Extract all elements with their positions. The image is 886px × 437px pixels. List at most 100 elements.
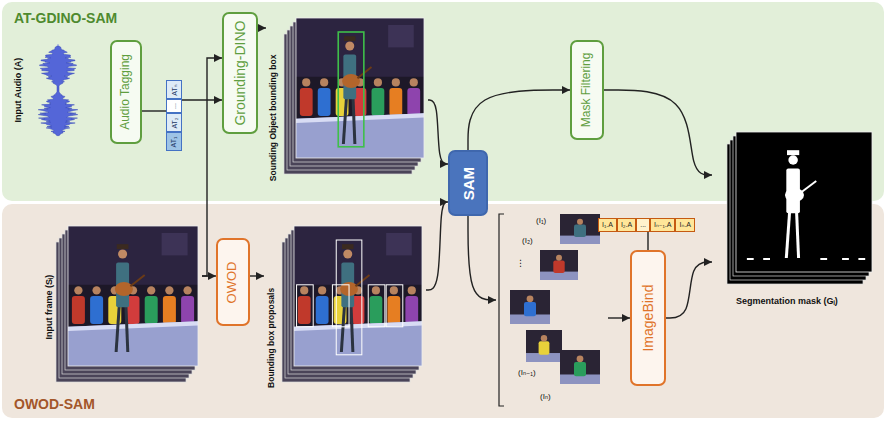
illustration-shape bbox=[130, 275, 144, 286]
text-holder: AT₁ bbox=[166, 132, 182, 151]
illustration-shape bbox=[763, 258, 770, 260]
text-holder: OWOD-SAM bbox=[14, 396, 95, 412]
text-holder: Input frame (Sᵢ) bbox=[44, 275, 54, 340]
text-holder: ... bbox=[166, 99, 182, 113]
box-label: Audio Tagging bbox=[119, 54, 133, 130]
flow-arrow bbox=[426, 202, 448, 290]
box-label: SAM bbox=[460, 166, 477, 199]
box-label: ImageBind bbox=[640, 285, 656, 352]
text-holder: Sounding Object bounding box bbox=[269, 55, 279, 182]
flow-arrow bbox=[250, 275, 264, 276]
figure-label: (I₂) bbox=[522, 236, 533, 245]
illustration-shape bbox=[787, 150, 799, 155]
illustration-shape bbox=[296, 113, 424, 158]
illustration-group bbox=[510, 290, 550, 324]
flow-arrow bbox=[604, 90, 712, 175]
box-label: Mask Filtering bbox=[580, 53, 594, 128]
illustration-shape bbox=[318, 286, 326, 294]
score-text: Iₙ.A bbox=[679, 221, 690, 229]
illustration-shape bbox=[294, 226, 422, 366]
illustration-shape bbox=[386, 233, 412, 255]
illustration-shape bbox=[736, 132, 872, 272]
illustration-shape bbox=[405, 296, 418, 324]
crop-group: (I₁)(I₂)⋮(Iₙ₋₁)(Iₙ) bbox=[496, 210, 608, 410]
frame-stack-art bbox=[264, 222, 426, 392]
text-holder: Iₙ.A bbox=[675, 218, 694, 232]
illustration-group bbox=[499, 214, 600, 406]
flow-arrow bbox=[202, 58, 222, 276]
text-holder: Segmentation mask (Gᵢ) bbox=[736, 296, 838, 306]
illustration-shape bbox=[296, 18, 424, 77]
illustration-shape bbox=[72, 296, 85, 324]
illustration-shape bbox=[368, 285, 385, 327]
illustration-shape bbox=[374, 78, 382, 86]
illustration-shape bbox=[524, 302, 536, 316]
illustration-shape bbox=[390, 286, 398, 294]
frame-stack: Input frame (Sᵢ) bbox=[40, 222, 202, 392]
figure-label: Segmentation mask (Gᵢ) bbox=[736, 296, 838, 306]
illustration-shape bbox=[574, 362, 586, 376]
figure-label: Bounding box proposals bbox=[267, 288, 277, 388]
illustration-shape bbox=[294, 321, 422, 366]
score-text: I₁.A bbox=[602, 221, 613, 229]
illustration-shape bbox=[820, 258, 827, 260]
tag-text: AT₂ bbox=[170, 117, 178, 128]
mask-stack: Segmentation mask (Gᵢ) bbox=[712, 128, 880, 318]
text-holder: Grounding-DINO bbox=[232, 21, 248, 126]
score-list: I₁.AI₂.A...Iₙ₋₁.AIₙ.A bbox=[598, 218, 695, 232]
text-holder: Input Audio (A) bbox=[13, 58, 23, 123]
flow-arrow bbox=[428, 100, 448, 164]
illustration-group bbox=[526, 330, 562, 362]
band-title: OWOD-SAM bbox=[14, 396, 95, 412]
illustration-shape bbox=[341, 304, 344, 352]
illustration-shape bbox=[574, 225, 586, 238]
text-holder: I₁.A bbox=[598, 218, 617, 232]
text-holder: AT₂ bbox=[166, 113, 182, 132]
illustration-shape bbox=[342, 244, 354, 249]
text-holder: Audio Tagging bbox=[119, 54, 133, 130]
score-text: I₂.A bbox=[621, 221, 632, 229]
illustration-group bbox=[540, 250, 578, 280]
illustration-shape bbox=[342, 74, 360, 88]
text-holder: (Iₙ₋₁) bbox=[518, 368, 536, 377]
figure-label: Input frame (Sᵢ) bbox=[44, 275, 54, 340]
illustration-shape bbox=[300, 286, 308, 294]
illustration-shape bbox=[858, 258, 865, 260]
illustration-group bbox=[296, 18, 424, 158]
illustration-shape bbox=[577, 219, 583, 225]
illustration-shape bbox=[785, 188, 804, 202]
frame-stack-art bbox=[40, 222, 202, 392]
text-holder: Mask Filtering bbox=[580, 53, 594, 128]
illustration-shape bbox=[68, 226, 198, 366]
illustration-shape bbox=[332, 285, 349, 327]
illustration-group bbox=[282, 226, 422, 382]
illustration-shape bbox=[74, 286, 82, 294]
figure-label: Sounding Object bounding box bbox=[269, 55, 279, 182]
text-holder: OWOD bbox=[225, 261, 240, 303]
tag-text: ATₙ bbox=[170, 84, 178, 95]
flow-arrow bbox=[468, 90, 570, 150]
text-holder: SAM bbox=[460, 166, 477, 199]
text-holder: (Iₙ) bbox=[540, 392, 551, 401]
illustration-shape bbox=[407, 88, 420, 116]
illustration-shape bbox=[163, 296, 176, 324]
illustration-shape bbox=[117, 244, 129, 249]
illustration-shape bbox=[353, 96, 355, 144]
flow-arrow bbox=[468, 216, 496, 300]
illustration-shape bbox=[344, 36, 356, 41]
illustration-shape bbox=[68, 321, 198, 366]
illustration-shape bbox=[510, 290, 550, 324]
process-box: Mask Filtering bbox=[570, 40, 604, 140]
text-holder: (I₁) bbox=[536, 216, 546, 225]
illustration-shape bbox=[300, 88, 313, 116]
illustration-shape bbox=[372, 286, 380, 294]
illustration-shape bbox=[577, 355, 584, 362]
illustration-group bbox=[736, 132, 872, 272]
frame-stack-art bbox=[266, 14, 428, 186]
illustration-shape bbox=[294, 226, 422, 366]
flow-arrow bbox=[182, 99, 222, 100]
figure-label: (I₁) bbox=[536, 216, 546, 225]
process-box: Audio Tagging bbox=[110, 40, 142, 144]
